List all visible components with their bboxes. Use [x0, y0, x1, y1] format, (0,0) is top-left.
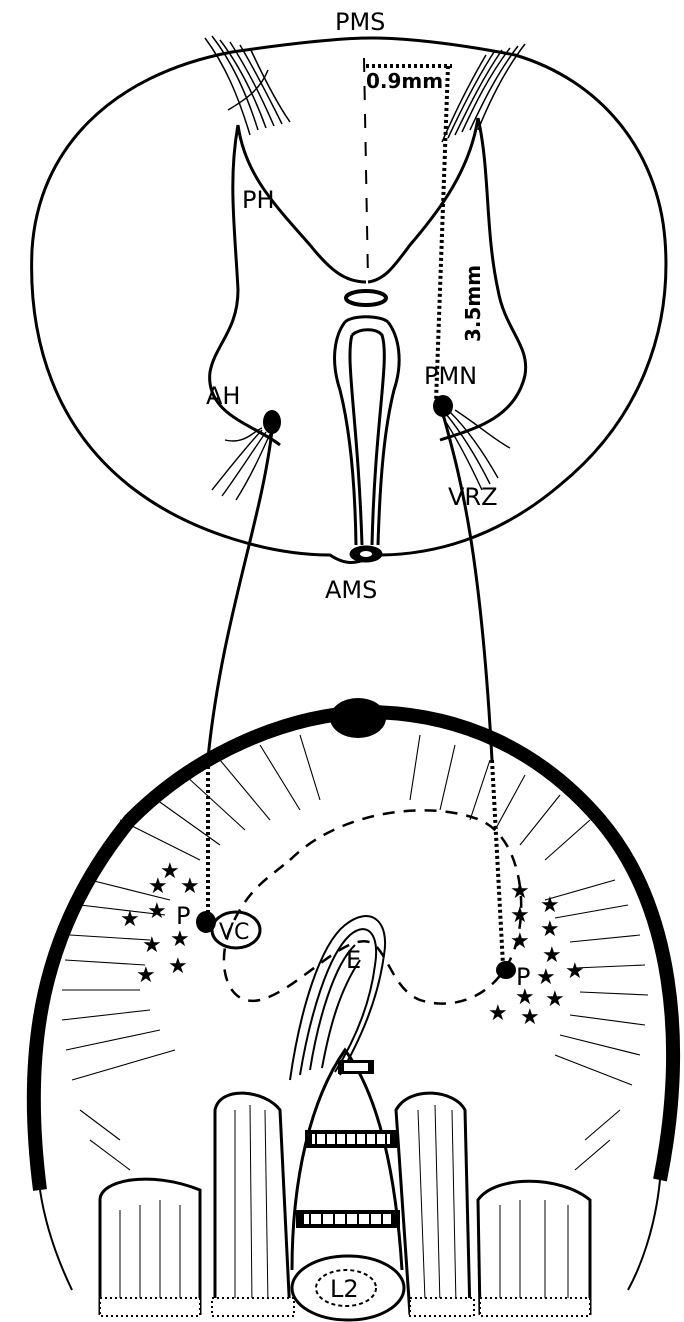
- vertebral-section: ★ ★ ★ ★ ★ ★ ★ ★ ★ ★ ★ ★ ★ ★ ★ ★ ★ ★ ★ ★ …: [34, 698, 673, 1320]
- label-depth-measure: 3.5mm: [461, 265, 485, 342]
- right-dorsal-root-zone: [442, 44, 525, 142]
- muscle-column-1: [100, 1179, 200, 1316]
- svg-text:★: ★: [510, 879, 530, 904]
- svg-text:★: ★: [488, 1001, 508, 1026]
- central-column: [292, 1050, 402, 1270]
- svg-text:★: ★: [180, 874, 200, 899]
- left-p-dot: [196, 911, 216, 933]
- svg-text:★: ★: [120, 907, 140, 932]
- spinal-cord-section: [32, 36, 666, 563]
- anterior-median-fissure: [335, 317, 400, 545]
- label-p-left: P: [176, 902, 190, 930]
- label-pmn: PMN: [424, 362, 477, 390]
- svg-text:★: ★: [168, 954, 188, 979]
- svg-text:★: ★: [142, 933, 162, 958]
- svg-text:★: ★: [148, 874, 168, 899]
- label-p-right: P: [516, 963, 530, 991]
- svg-text:★: ★: [147, 899, 167, 924]
- muscle-column-4: [478, 1181, 590, 1316]
- label-ph: PH: [242, 186, 275, 214]
- label-ams: AMS: [325, 576, 377, 604]
- dorsal-blob: [330, 698, 386, 738]
- svg-text:★: ★: [565, 959, 585, 984]
- e-structure: [290, 916, 385, 1080]
- label-pms: PMS: [335, 8, 385, 36]
- label-vc: VC: [219, 920, 249, 945]
- central-canal: [346, 291, 386, 305]
- label-ah: AH: [206, 382, 240, 410]
- label-width-measure: 0.9mm: [366, 69, 443, 93]
- muscle-column-3: [396, 1093, 474, 1316]
- right-posterior-horn: [368, 118, 526, 440]
- svg-text:★: ★: [510, 903, 530, 928]
- svg-text:★: ★: [520, 1005, 540, 1030]
- muscle-column-2: [212, 1093, 294, 1316]
- labels: PMS 0.9mm PH 3.5mm AH PMN VRZ AMS P VC E…: [176, 8, 530, 1303]
- svg-text:★: ★: [170, 927, 190, 952]
- svg-text:★: ★: [510, 929, 530, 954]
- measurement-lines: [366, 66, 452, 402]
- svg-text:★: ★: [540, 893, 560, 918]
- dashed-boundary: [224, 810, 521, 1003]
- label-vrz: VRZ: [448, 483, 498, 511]
- svg-text:★: ★: [540, 917, 560, 942]
- right-p-dot: [496, 961, 516, 979]
- svg-text:★: ★: [136, 963, 156, 988]
- svg-text:★: ★: [545, 987, 565, 1012]
- label-e: E: [346, 946, 361, 974]
- label-l2: L2: [330, 1275, 359, 1303]
